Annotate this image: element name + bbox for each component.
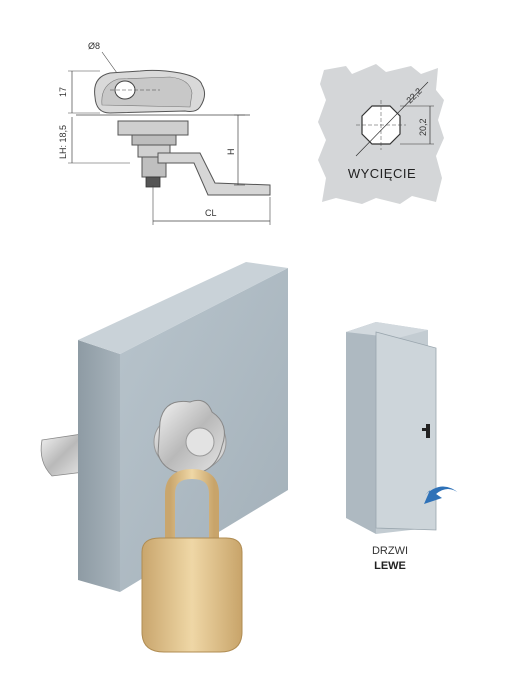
cutout-label: WYCIĘCIE bbox=[347, 166, 417, 181]
dim-h-label: H bbox=[226, 149, 236, 156]
dim-cl-label: CL bbox=[205, 208, 217, 218]
door-caption-line2: LEWE bbox=[374, 560, 406, 572]
cutout-dim-width: 20,2 bbox=[418, 118, 428, 136]
door-caption-line1: DRZWI bbox=[371, 545, 409, 557]
cutout-diagram: 22,2 20,2 bbox=[318, 64, 444, 204]
dim-diameter-label: Ø8 bbox=[88, 41, 100, 51]
lock-with-padlock-render bbox=[40, 262, 288, 653]
cabinet-left-door-image bbox=[346, 322, 460, 534]
dim-17-label: 17 bbox=[58, 87, 68, 97]
lock-technical-drawing: 17 LH: 18,5 Ø8 H CL bbox=[58, 41, 271, 225]
dim-lh-label: LH: 18,5 bbox=[58, 125, 68, 159]
door-caption: DRZWI LEWE bbox=[350, 544, 430, 574]
